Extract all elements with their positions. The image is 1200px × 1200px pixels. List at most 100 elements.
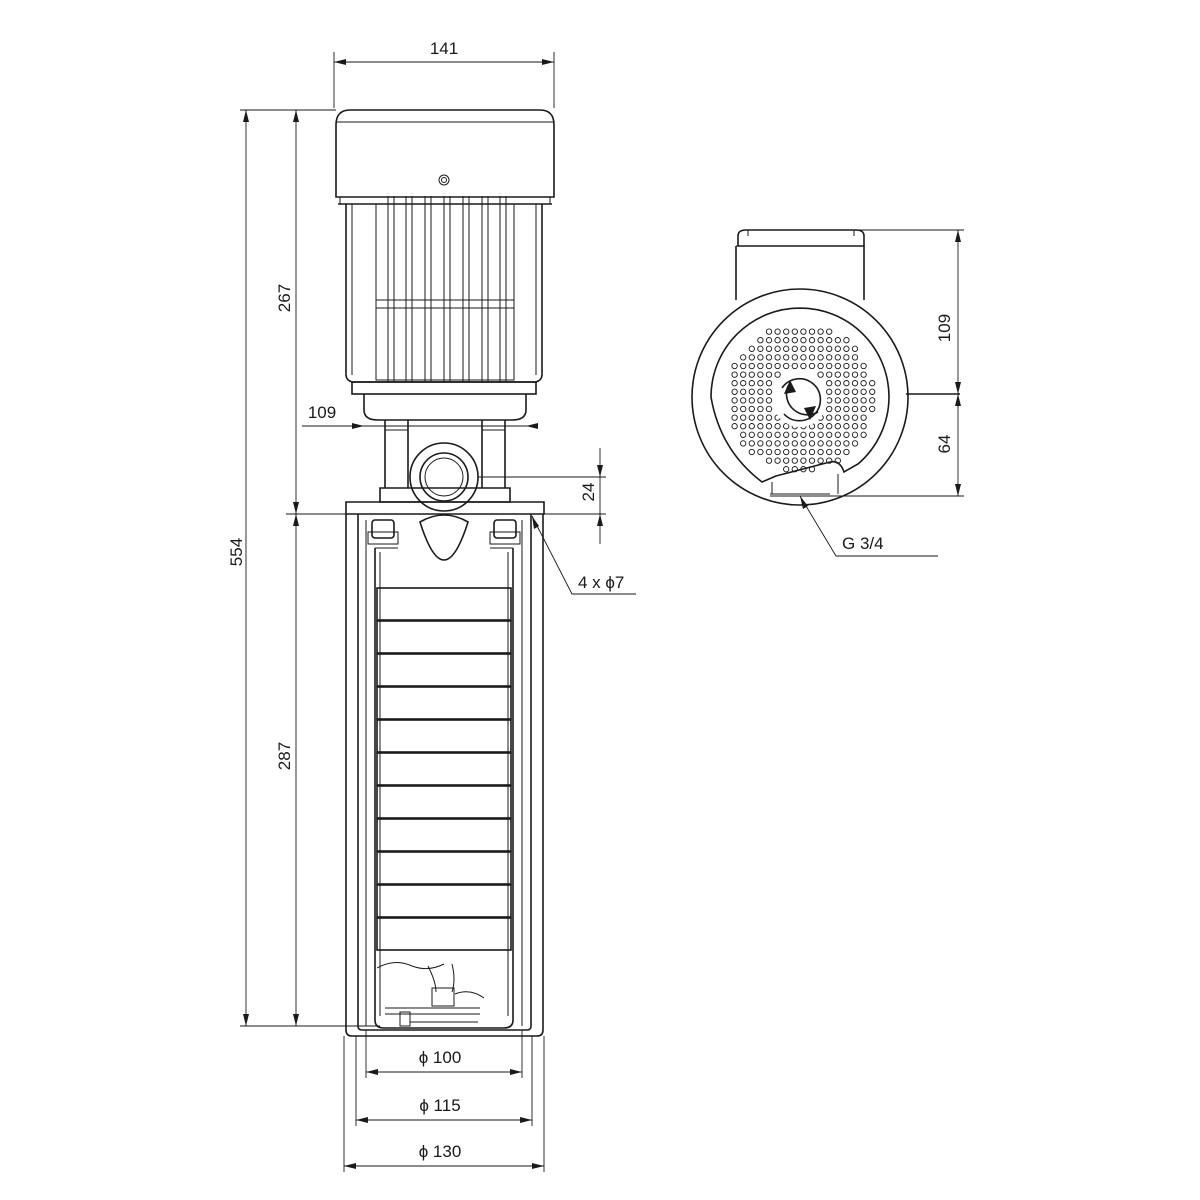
vent-hole	[757, 405, 764, 413]
vent-hole	[757, 431, 764, 438]
vent-hole	[731, 405, 738, 413]
vent-hole	[808, 362, 816, 370]
dim-overall-height: 554	[227, 110, 249, 1026]
vent-hole	[826, 405, 833, 413]
vent-hole	[765, 414, 773, 421]
vent-hole	[826, 423, 833, 430]
vent-hole	[851, 431, 859, 438]
dim-diameter-130: ϕ 130	[343, 1036, 545, 1172]
outlet-port	[409, 442, 479, 512]
vent-hole	[765, 362, 773, 370]
vent-hole	[791, 354, 798, 361]
side-dimensions: 141 554 267 287	[227, 39, 636, 1172]
vent-hole	[765, 431, 773, 438]
vent-hole	[826, 380, 833, 387]
vent-hole	[817, 448, 824, 456]
vent-hole	[740, 440, 747, 447]
vent-hole	[851, 414, 859, 421]
dim-top-height: 109	[935, 230, 961, 394]
vent-hole	[748, 362, 755, 370]
vent-hole	[860, 380, 867, 387]
vent-hole	[843, 388, 850, 395]
vent-hole	[800, 362, 807, 370]
vent-hole	[774, 371, 781, 378]
vent-hole	[731, 397, 738, 404]
vent-hole	[834, 431, 841, 438]
vent-hole	[851, 362, 859, 370]
vent-hole	[783, 328, 790, 335]
dim-diameter-115-label: ϕ 115	[419, 1096, 460, 1115]
dim-motor-height: 267	[275, 110, 299, 514]
vent-hole	[834, 457, 841, 464]
vent-hole	[808, 466, 816, 473]
vent-hole	[765, 440, 773, 447]
vent-hole	[783, 448, 790, 456]
vent-hole	[834, 354, 841, 361]
vent-hole	[800, 440, 807, 447]
vent-hole	[826, 345, 833, 352]
vent-hole	[860, 405, 867, 413]
vent-hole	[808, 328, 816, 335]
vent-hole	[774, 354, 781, 361]
vent-hole	[826, 354, 833, 361]
vent-hole	[757, 414, 764, 421]
dim-motor-width: 141	[333, 39, 555, 108]
vent-hole	[834, 414, 841, 421]
vent-hole	[860, 388, 867, 395]
vent-hole	[826, 337, 833, 344]
cooling-fins	[387, 196, 507, 382]
vent-hole	[843, 431, 850, 438]
dim-overall-height-label: 554	[227, 538, 246, 566]
vent-hole	[869, 405, 876, 413]
vent-hole	[765, 354, 773, 361]
dim-diameter-115: ϕ 115	[355, 1036, 533, 1126]
vent-hole	[757, 380, 764, 387]
vent-hole	[808, 337, 816, 344]
vent-hole	[817, 423, 824, 430]
vent-hole	[765, 457, 773, 464]
chamber-stack	[376, 587, 512, 951]
vent-hole	[774, 337, 781, 344]
vent-hole	[817, 354, 824, 361]
vent-hole	[834, 371, 841, 378]
vent-hole	[757, 423, 764, 430]
vent-hole	[808, 448, 816, 456]
dim-motor-height-label: 267	[275, 284, 294, 312]
vent-hole	[826, 457, 833, 464]
vent-hole	[851, 345, 859, 352]
vent-hole	[757, 388, 764, 395]
vent-hole	[731, 371, 738, 378]
vent-hole	[765, 371, 773, 378]
vent-hole	[757, 371, 764, 378]
vent-hole	[748, 405, 755, 413]
vent-hole	[740, 405, 747, 413]
vent-hole	[748, 431, 755, 438]
vent-hole	[783, 337, 790, 344]
vent-hole	[843, 397, 850, 404]
motor-body	[345, 196, 543, 395]
vent-hole	[826, 431, 833, 438]
vent-hole	[783, 440, 790, 447]
vent-hole	[774, 328, 781, 335]
dim-bottom-height: 64	[935, 394, 961, 496]
vent-hole	[834, 405, 841, 413]
vent-hole	[800, 431, 807, 438]
vent-hole	[860, 362, 867, 370]
vent-hole	[834, 423, 841, 430]
dim-top-height-label: 109	[935, 314, 954, 342]
vent-hole	[817, 362, 824, 370]
vent-hole	[783, 423, 790, 430]
vent-hole	[783, 354, 790, 361]
vent-hole	[851, 397, 859, 404]
vent-hole	[817, 345, 824, 352]
vent-hole	[817, 457, 824, 464]
dim-mounting-holes: 4 x ϕ7	[531, 515, 636, 595]
vent-hole	[757, 345, 764, 352]
dim-outlet-offset: 24	[478, 448, 606, 544]
pump-head	[367, 514, 521, 561]
vent-hole	[860, 431, 867, 438]
rotation-arrow-icon	[773, 373, 827, 427]
vent-hole	[808, 457, 816, 464]
dim-thread-label: G 3/4	[842, 534, 884, 553]
vent-hole	[860, 397, 867, 404]
